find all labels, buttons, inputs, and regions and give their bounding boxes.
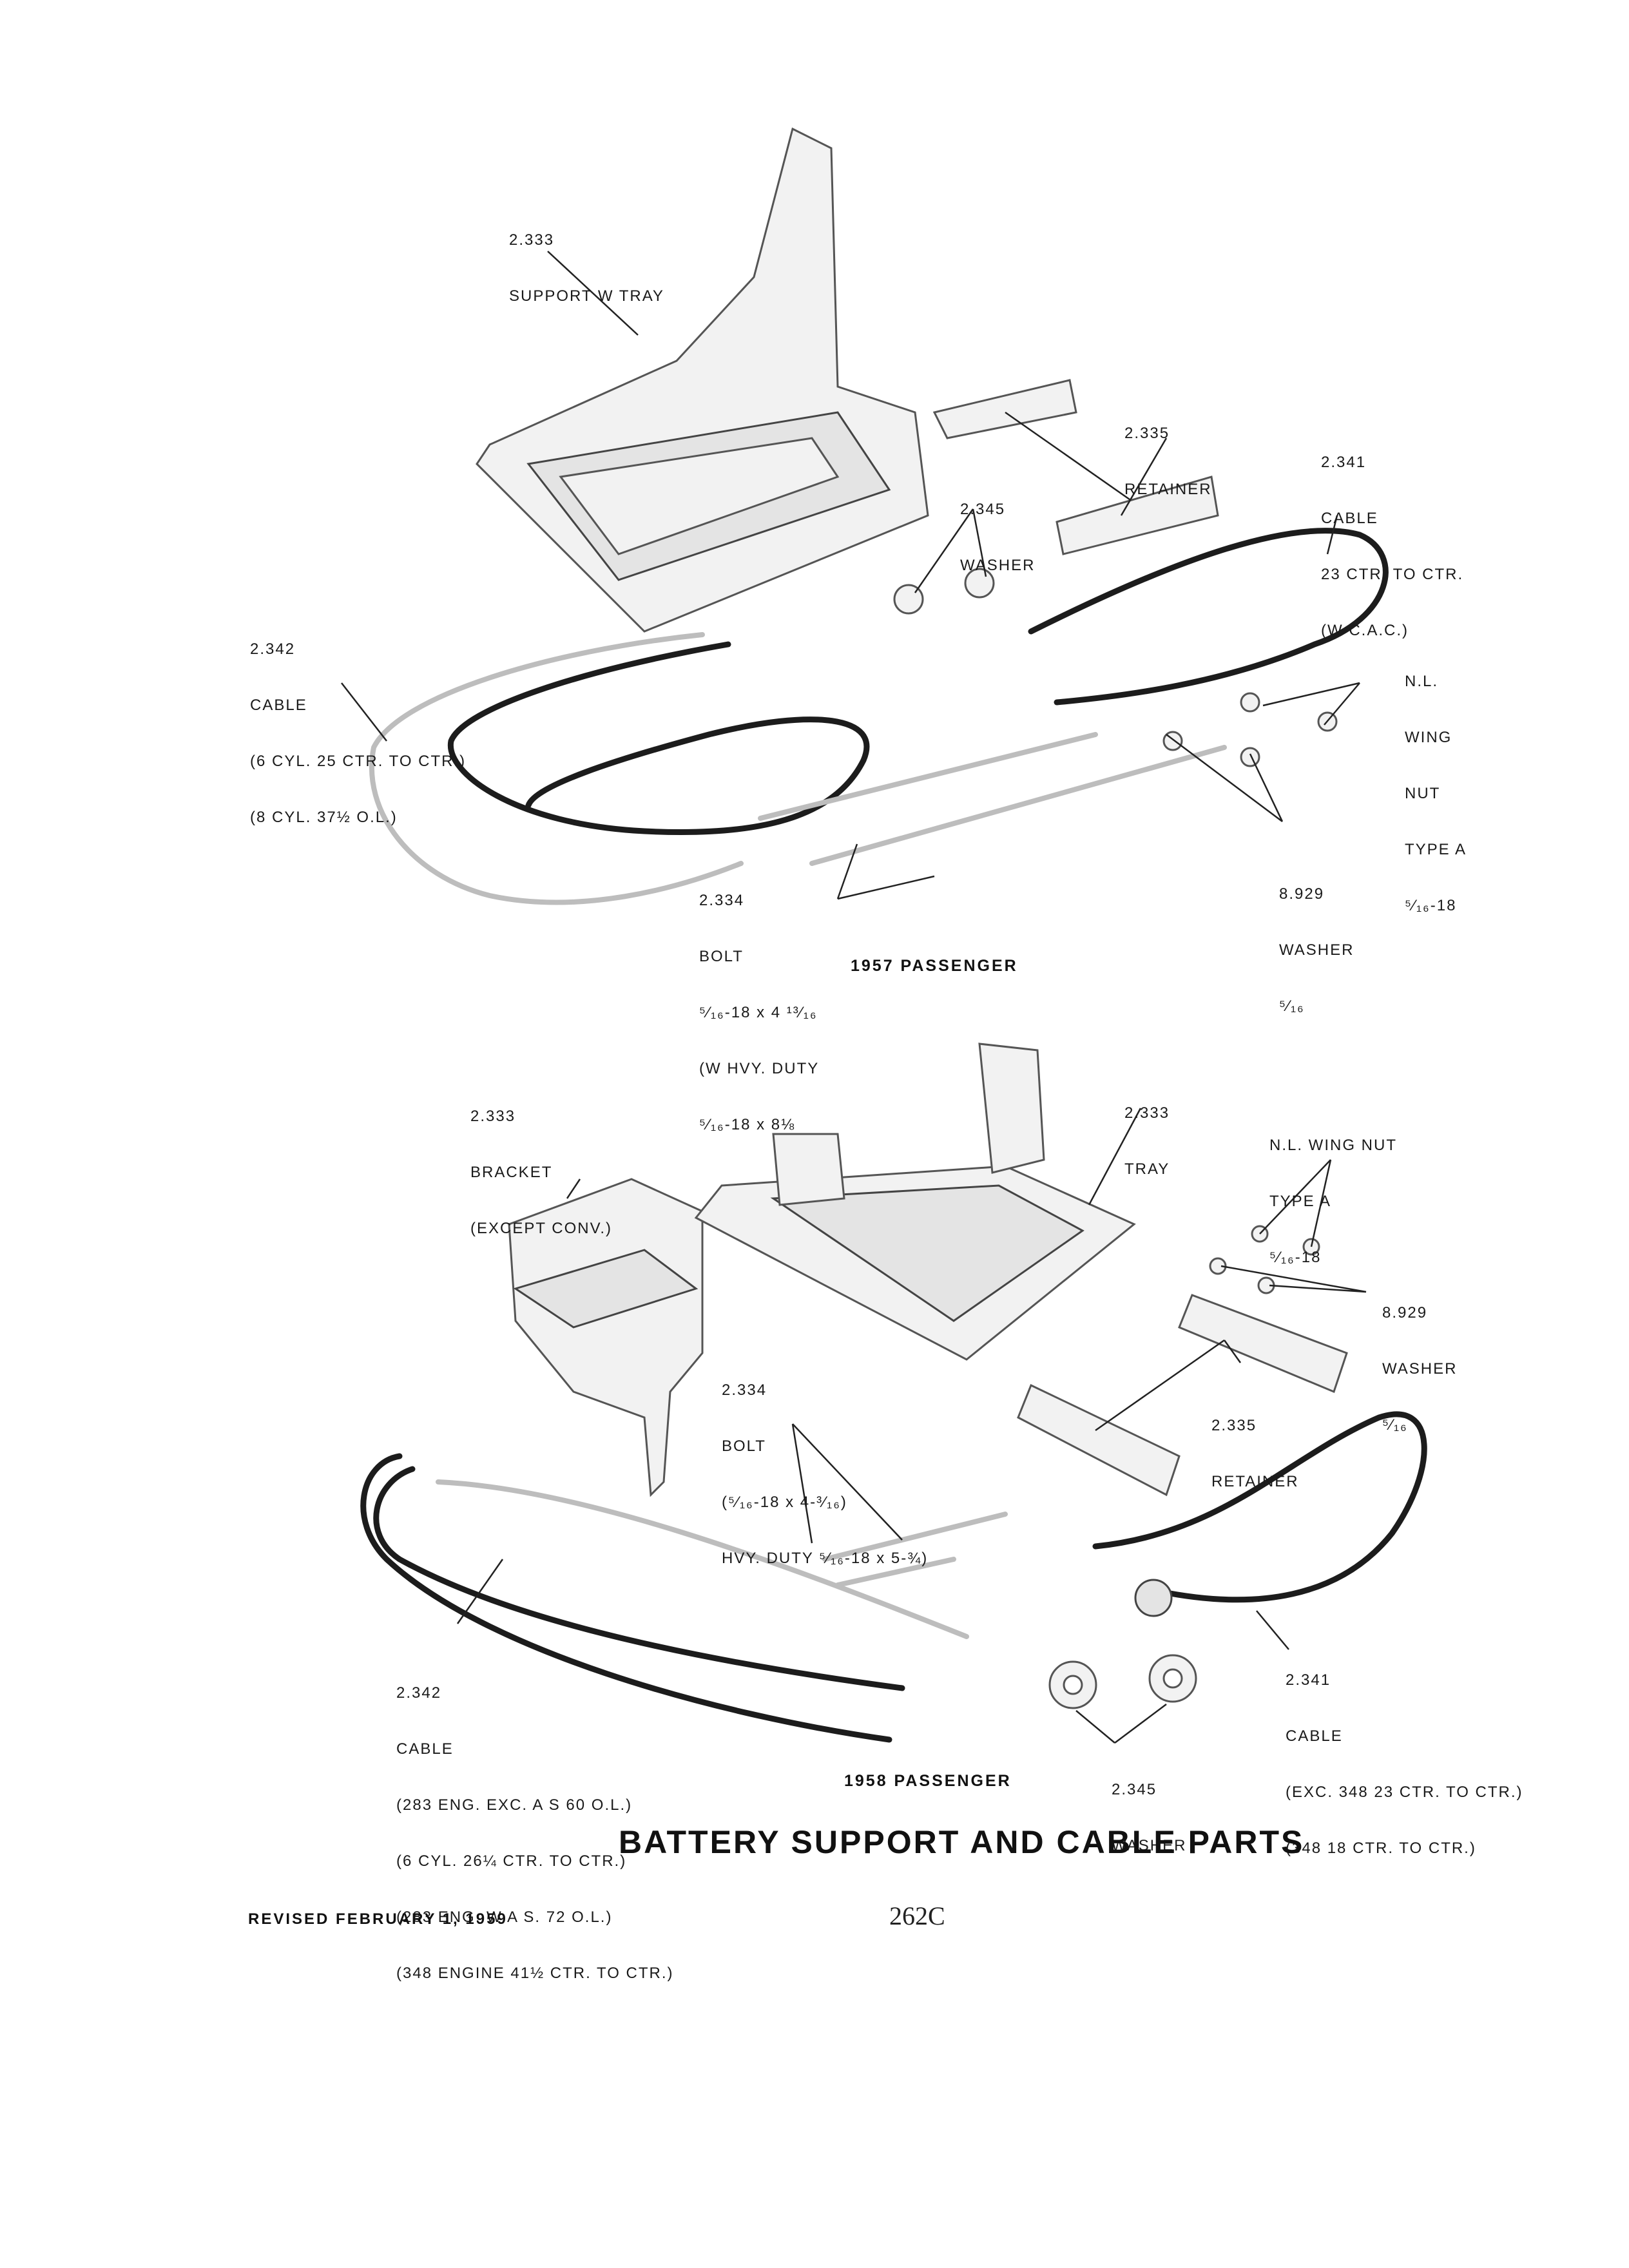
- cable-2341-1958: [1092, 1411, 1427, 1603]
- leaders-1957: [341, 251, 1360, 900]
- label-1958-bracket: 2.333 BRACKET (EXCEPT CONV.): [470, 1108, 613, 1237]
- caption-1957-passenger: 1957 PASSENGER: [851, 957, 1018, 975]
- cable-2341-1957: [1028, 528, 1389, 706]
- diagram-1958-artwork: [360, 1043, 1427, 1743]
- label-1957-support: 2.333 SUPPORT W TRAY: [509, 231, 664, 305]
- label-1957-wing-nut: N.L. WING NUT TYPE A ⁵⁄₁₆-18: [1405, 673, 1467, 914]
- label-1958-wing-nut: N.L. WING NUT TYPE A ⁵⁄₁₆-18: [1269, 1137, 1397, 1266]
- revised-date: REVISED FEBRUARY 1, 1959: [248, 1910, 508, 1928]
- label-1958-washer-2345: 2.345 WASHER: [1112, 1781, 1187, 1854]
- label-1957-bolt-2334: 2.334 BOLT ⁵⁄₁₆-18 x 4 ¹³⁄₁₆ (W HVY. DUT…: [699, 892, 820, 1133]
- label-1958-cable-2342: 2.342 CABLE (283 ENG. EXC. A S 60 O.L.) …: [396, 1684, 674, 1982]
- diagram-1957-artwork: [369, 127, 1389, 905]
- label-1958-retainer: 2.335 RETAINER: [1211, 1417, 1299, 1490]
- label-1958-cable-2341: 2.341 CABLE (EXC. 348 23 CTR. TO CTR.) (…: [1286, 1671, 1523, 1857]
- label-1957-cable-2341: 2.341 CABLE 23 CTR. TO CTR. (W C.A.C.): [1321, 454, 1464, 639]
- label-1957-retainer: 2.335 RETAINER: [1124, 425, 1212, 498]
- label-1958-washer-8929: 8.929 WASHER ⁵⁄₁₆: [1382, 1304, 1458, 1434]
- retainer-1957: [932, 379, 1077, 439]
- label-1958-bolt-2334: 2.334 BOLT (⁵⁄₁₆-18 x 4-³⁄₁₆) HVY. DUTY …: [722, 1381, 929, 1567]
- retainer-1958: [1178, 1294, 1348, 1394]
- page-number: 262C: [889, 1901, 945, 1930]
- page-title: BATTERY SUPPORT AND CABLE PARTS: [619, 1824, 1305, 1860]
- caption-1958-passenger: 1958 PASSENGER: [844, 1772, 1012, 1790]
- cable-2342-1958: [373, 1466, 905, 1691]
- label-1957-cable-2342: 2.342 CABLE (6 CYL. 25 CTR. TO CTR.) (8 …: [250, 640, 467, 826]
- label-1957-washer-2345: 2.345 WASHER: [960, 501, 1036, 574]
- label-1957-washer-8929: 8.929 WASHER ⁵⁄₁₆: [1279, 885, 1354, 1015]
- label-1958-tray: 2.333 TRAY: [1124, 1104, 1170, 1178]
- washer-1957-a: [893, 584, 924, 615]
- leaders-1958: [456, 1108, 1367, 1744]
- cable-2342-1957: [447, 641, 870, 836]
